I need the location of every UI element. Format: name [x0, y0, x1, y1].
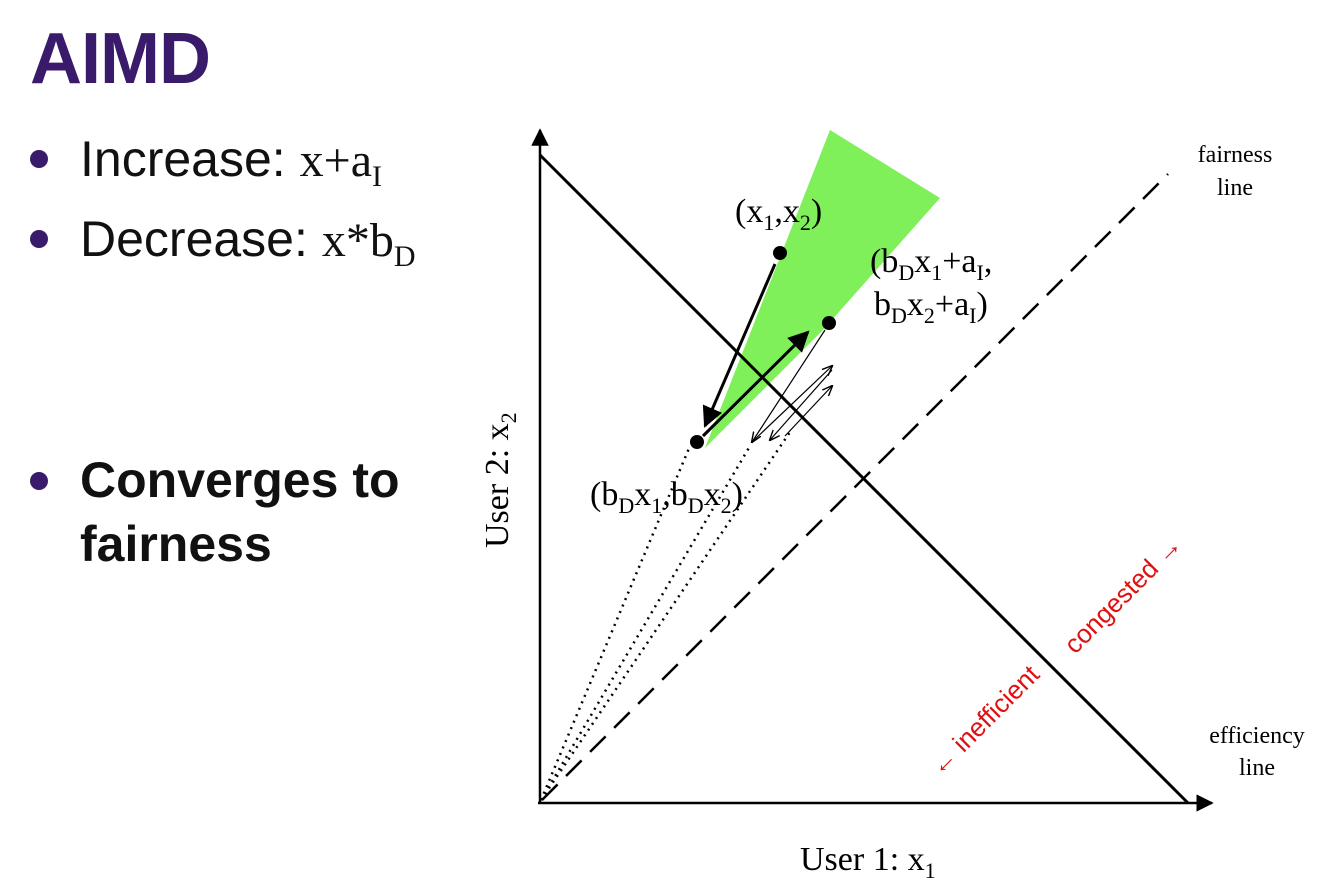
fairness-line-label-2: line [1217, 175, 1253, 201]
efficiency-line-label-1: efficiency [1209, 723, 1305, 749]
increase-arrow [701, 330, 810, 438]
fairness-line [541, 173, 1169, 801]
point-decrease [690, 435, 704, 449]
point-start [773, 246, 787, 260]
y-axis-label: User 2: x2 [479, 412, 521, 548]
label-increase-1: (bDx1+aI, [870, 243, 992, 285]
efficiency-line-label-2: line [1239, 755, 1275, 781]
label-decrease: (bDx1,bDx2) [590, 476, 743, 518]
bullet-dot-icon [30, 150, 48, 168]
fairness-line-label-1: fairness [1198, 142, 1273, 168]
origin-rays [539, 431, 792, 801]
decrease-formula: x*bD [321, 214, 416, 273]
congested-label: congested → [1058, 530, 1188, 660]
bullet-decrease: Decrease: x*bD [30, 210, 416, 274]
point-increase [822, 316, 836, 330]
bullet-dot-icon [30, 472, 48, 490]
decrease-label: Decrease: [80, 211, 308, 267]
green-region [705, 130, 940, 448]
label-increase-2: bDx2+aI) [874, 286, 988, 328]
decrease-arrow [702, 263, 777, 428]
inefficient-label: ← inefficient [923, 659, 1046, 782]
page-title: AIMD [30, 19, 211, 99]
x-axis-label: User 1: x1 [800, 841, 936, 883]
converges-text: Converges to fairness [80, 452, 400, 572]
increase-label: Increase: [80, 131, 286, 187]
bullet-dot-icon [30, 230, 48, 248]
bullet-converges: Converges to fairness [30, 448, 400, 576]
bullet-increase: Increase: x+aI [30, 130, 382, 194]
oscillation-arrows [752, 329, 832, 442]
increase-formula: x+aI [299, 134, 383, 193]
